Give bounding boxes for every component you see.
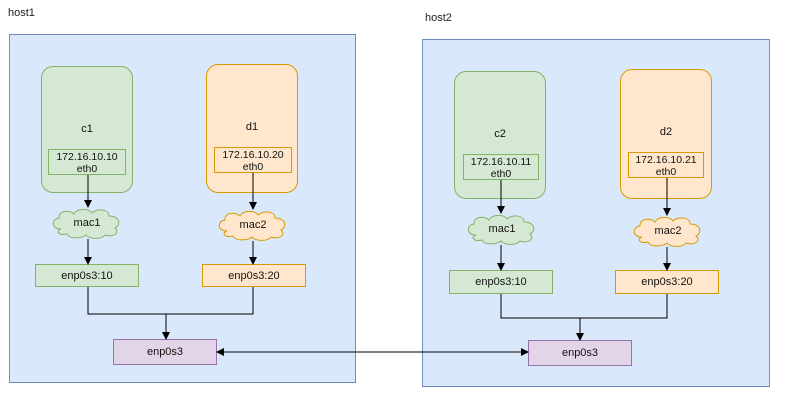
c1-eth0-box: 172.16.10.10 eth0 (48, 149, 126, 175)
container-d2-name: d2 (659, 126, 673, 138)
d1-dev: eth0 (242, 161, 264, 173)
mac1-cloud-host1: mac1 (49, 207, 125, 239)
d1-eth0-box: 172.16.10.20 eth0 (214, 147, 292, 173)
d2-eth0-box: 172.16.10.21 eth0 (628, 152, 704, 178)
iface-enp0s3-10-host1: enp0s3:10 (35, 264, 139, 287)
mac1-label-host1: mac1 (73, 217, 101, 229)
container-d1-name: d1 (245, 121, 259, 133)
iface-enp0s3-10-host2: enp0s3:10 (449, 270, 553, 294)
connector-ifaces-merge-host2 (500, 294, 668, 319)
c1-dev: eth0 (76, 163, 98, 175)
host2-label: host2 (425, 12, 452, 24)
mac2-cloud-host1: mac2 (215, 209, 291, 241)
host1-label: host1 (8, 7, 35, 19)
c1-ip: 172.16.10.10 (56, 151, 118, 163)
c2-dev: eth0 (490, 168, 512, 180)
d2-ip: 172.16.10.21 (635, 154, 697, 166)
mac1-label-host2: mac1 (488, 223, 516, 235)
nic-enp0s3-host1: enp0s3 (113, 339, 217, 365)
mac2-label-host2: mac2 (654, 225, 682, 237)
mac2-label-host1: mac2 (239, 219, 267, 231)
container-c1-name: c1 (81, 123, 93, 135)
d2-dev: eth0 (655, 166, 677, 178)
mac2-cloud-host2: mac2 (630, 215, 706, 247)
c2-eth0-box: 172.16.10.11 eth0 (463, 154, 539, 180)
d1-ip: 172.16.10.20 (222, 149, 284, 161)
c2-ip: 172.16.10.11 (470, 156, 532, 168)
iface-enp0s3-20-host1: enp0s3:20 (202, 264, 306, 287)
iface-enp0s3-20-host2: enp0s3:20 (615, 270, 719, 294)
container-c2-name: c2 (494, 128, 506, 140)
connector-ifaces-merge-host1 (87, 287, 254, 315)
mac1-cloud-host2: mac1 (464, 213, 540, 245)
